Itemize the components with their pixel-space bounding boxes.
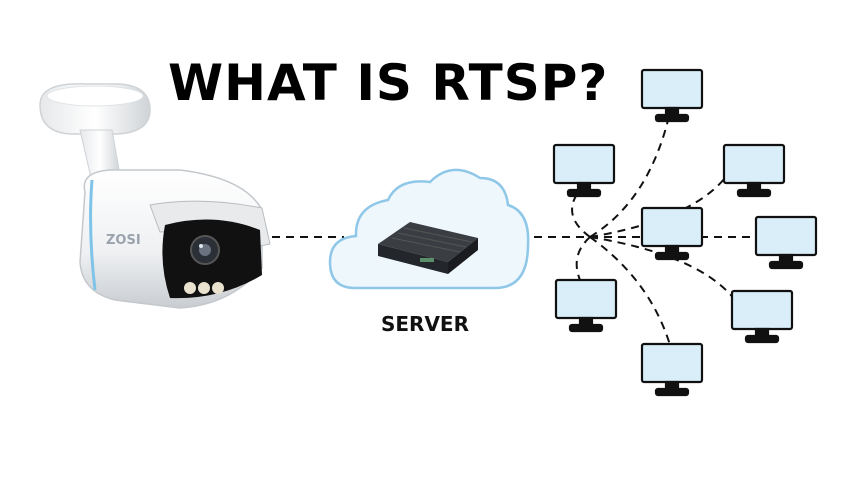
link-monitor-8 <box>589 236 671 346</box>
camera-brand-logo: ZOSI <box>106 233 141 248</box>
camera-image: ZOSI <box>39 83 271 309</box>
monitor-4-icon <box>640 206 704 261</box>
link-monitor-1 <box>589 111 671 238</box>
client-monitors <box>552 68 818 397</box>
server-label: SERVER <box>380 312 469 336</box>
monitor-6-icon <box>554 278 618 333</box>
link-monitor-2 <box>571 189 591 238</box>
monitor-3-icon <box>722 143 786 198</box>
monitor-2-icon <box>552 143 616 198</box>
monitor-1-icon <box>640 68 704 123</box>
monitor-5-icon <box>754 215 818 270</box>
camera-blue-ring <box>89 179 97 291</box>
server-cloud <box>328 168 530 290</box>
monitor-7-icon <box>730 289 794 344</box>
page-title: WHAT IS RTSP? <box>168 54 609 112</box>
monitor-8-icon <box>640 342 704 397</box>
server-box-icon <box>378 222 478 274</box>
link-monitor-7 <box>589 236 736 301</box>
link-monitor-6 <box>575 236 591 281</box>
